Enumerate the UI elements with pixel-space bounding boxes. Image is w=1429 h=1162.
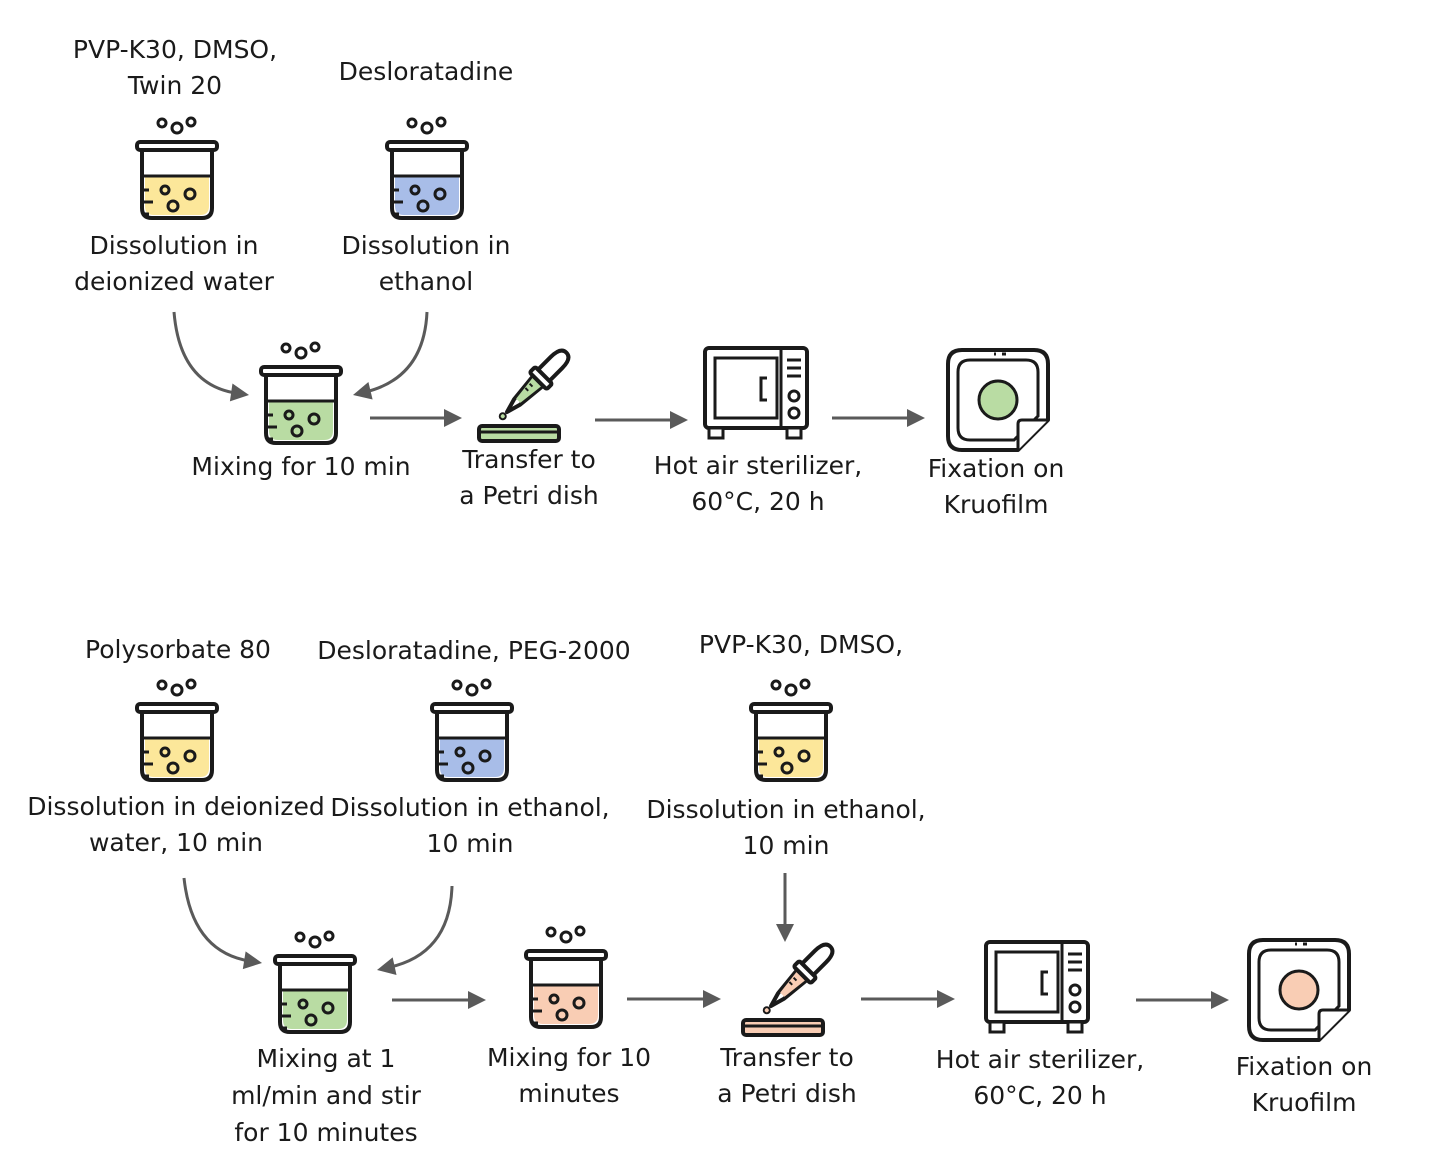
top-transfer-icon (477, 348, 571, 443)
top-mix-beaker-icon (259, 341, 343, 445)
top-arrow-ethanol-to-mix (353, 311, 429, 400)
bottom-arrow-mix1-to-mix2 (392, 991, 486, 1009)
bottom-dissolve-c-label: Dissolution in ethanol,10 min (646, 795, 926, 860)
top-beaker-b-icon (385, 116, 469, 220)
bottom-arrow-transfer-to-oven (861, 990, 955, 1008)
bottom-dissolve-b-label: Dissolution in ethanol,10 min (330, 793, 610, 858)
bottom-arrow-pvp-to-transfer (776, 873, 794, 942)
bottom-arrow-ethanol-to-mix (377, 885, 454, 975)
top-beaker-a-icon (135, 116, 219, 220)
top-arrow-mix-to-transfer (370, 409, 462, 427)
dropper-icon (498, 348, 571, 421)
top-oven-icon (703, 346, 809, 440)
dropper-icon (762, 942, 835, 1015)
bottom-arrow-water-to-mix (182, 877, 262, 970)
bottom-oven-icon (984, 940, 1090, 1034)
top-ingredient-b-label: Desloratadine (338, 57, 514, 86)
bottom-sterilize-label: Hot air sterilizer,60°C, 20 h (935, 1045, 1145, 1110)
top-film-icon (946, 348, 1050, 452)
bottom-film-icon (1247, 938, 1351, 1042)
bottom-arrow-oven-to-film (1136, 991, 1229, 1009)
bottom-transfer-icon (741, 942, 835, 1037)
bottom-mix2-beaker-icon (524, 925, 608, 1029)
top-mix-label: Mixing for 10 min (191, 452, 411, 481)
top-arrow-water-to-mix (172, 311, 249, 402)
bottom-beaker-b-icon (430, 678, 514, 782)
top-sterilize-label: Hot air sterilizer,60°C, 20 h (653, 451, 863, 516)
bottom-arrow-mix2-to-transfer (627, 990, 721, 1008)
top-ingredient-a-label: PVP-K30, DMSO,Twin 20 (72, 35, 278, 100)
top-arrow-oven-to-film (832, 409, 925, 427)
bottom-beaker-c-icon (749, 678, 833, 782)
bottom-ingredient-b-label: Desloratadine, PEG-2000 (317, 636, 631, 665)
bottom-ingredient-c-label: PVP-K30, DMSO, (698, 630, 904, 659)
bottom-beaker-a-icon (135, 678, 219, 782)
bottom-mix1-beaker-icon (273, 930, 357, 1034)
top-arrow-transfer-to-oven (595, 411, 688, 429)
bottom-ingredient-a-label: Polysorbate 80 (85, 635, 271, 664)
